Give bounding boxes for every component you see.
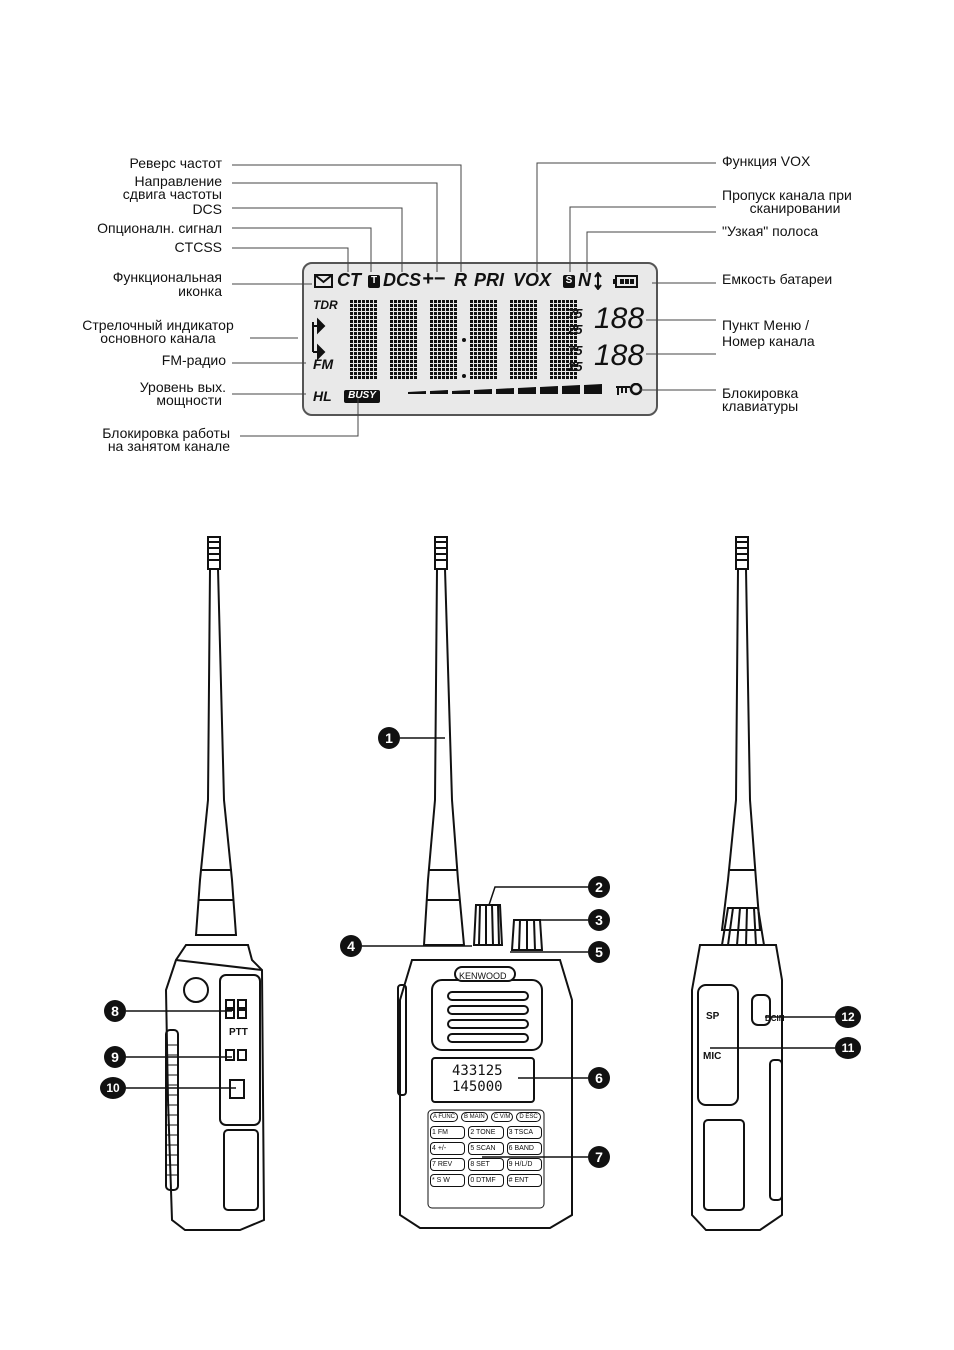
- label-fm-radio: FM-радио: [161, 352, 226, 368]
- lcd-pri: PRI: [474, 270, 505, 290]
- label-opt-signal: Опционалн. сигнал: [97, 220, 222, 236]
- lcd-dcs: DCS: [383, 270, 422, 290]
- lcd-ctcss-75b: 75: [568, 343, 583, 358]
- label-narrow: "Узкая" полоса: [722, 223, 819, 239]
- callout-2: 2: [588, 876, 610, 898]
- battery-icon: [613, 275, 638, 288]
- label-dcs: DCS: [192, 201, 222, 217]
- label-shift-dir-2: сдвига частоты: [122, 186, 222, 202]
- label-ctcss: CTCSS: [174, 239, 222, 255]
- ptt-label: PTT: [229, 1027, 248, 1038]
- narrow-band-icon: [594, 272, 602, 290]
- callout-6: 6: [588, 1067, 610, 1089]
- label-arrow-ind-1: Стрелочный индикатор: [82, 317, 234, 333]
- label-busy-lock-2: на занятом канале: [107, 438, 230, 454]
- key-2[interactable]: 2 TONE: [468, 1126, 504, 1139]
- callout-10: 10: [100, 1077, 126, 1099]
- key-a[interactable]: A FUNC: [430, 1112, 459, 1122]
- lcd-ctcss-25b: 25: [568, 359, 583, 374]
- lcd-plus-minus: +−: [422, 268, 446, 290]
- key-d[interactable]: D ESC: [516, 1112, 541, 1122]
- radio-brand: KENWOOD: [459, 971, 507, 981]
- label-power-2: мощности: [156, 392, 222, 408]
- keypad: A FUNC B MAIN C V/M D ESC 1 FM 2 TONE 3 …: [430, 1112, 542, 1187]
- key-4[interactable]: 4 +/-: [430, 1142, 466, 1155]
- lcd-s-badge: S: [563, 275, 575, 288]
- left-radio-side-view: [164, 536, 266, 1231]
- mic-label: MIC: [703, 1051, 722, 1062]
- key-1[interactable]: 1 FM: [430, 1126, 466, 1139]
- label-menu-2: Номер канала: [722, 333, 815, 349]
- lcd-leader-lines: [232, 162, 716, 437]
- key-9[interactable]: 9 H/L/D: [506, 1158, 542, 1171]
- label-skip-1: Пропуск канала при: [722, 187, 852, 203]
- mini-lcd-line1: 433125: [452, 1063, 503, 1079]
- callout-7: 7: [588, 1146, 610, 1168]
- key-6[interactable]: 6 BAND: [506, 1142, 542, 1155]
- lcd-channel-a: 188: [594, 302, 645, 335]
- main-channel-arrow-icon: [312, 317, 326, 360]
- lcd-ctcss-25a: 25: [568, 322, 583, 337]
- mini-lcd-line2: 145000: [452, 1079, 503, 1095]
- lcd-vox: VOX: [513, 270, 552, 290]
- key-c[interactable]: C V/M: [490, 1112, 514, 1122]
- callout-9: 9: [104, 1046, 126, 1068]
- lcd-channel-b: 188: [594, 339, 645, 372]
- callout-1: 1: [378, 727, 400, 749]
- label-freq-reverse: Реверс частот: [129, 155, 222, 171]
- lcd-ctcss-75a: 75: [568, 306, 583, 321]
- callout-8: 8: [104, 1000, 126, 1022]
- key-7[interactable]: 7 REV: [430, 1158, 466, 1171]
- label-keylock-2: клавиатуры: [722, 398, 799, 414]
- label-busy-lock-1: Блокировка работы: [102, 425, 230, 441]
- key-8[interactable]: 8 SET: [468, 1158, 504, 1171]
- lcd-fm: FM: [313, 356, 334, 372]
- center-radio-front-view: [397, 536, 573, 1229]
- label-skip-2: сканировании: [749, 200, 841, 216]
- label-vox: Функция VOX: [722, 153, 811, 169]
- label-func-icon-2: иконка: [178, 283, 222, 299]
- key-lock-icon: [616, 383, 643, 396]
- lcd-r: R: [454, 270, 467, 290]
- callout-11: 11: [835, 1037, 861, 1059]
- lcd-busy-badge: BUSY: [344, 390, 380, 403]
- callout-12: 12: [835, 1006, 861, 1028]
- key-5[interactable]: 5 SCAN: [468, 1142, 504, 1155]
- lcd-t-badge: T: [368, 275, 380, 288]
- label-power-1: Уровень вых.: [139, 379, 226, 395]
- dcin-label: DCIN: [765, 1014, 785, 1023]
- lcd-tdr: TDR: [313, 298, 338, 312]
- right-radio-side-view: [691, 536, 783, 1231]
- key-hash[interactable]: # ENT: [506, 1174, 542, 1187]
- label-battery: Емкость батареи: [722, 271, 833, 287]
- label-shift-dir-1: Направление: [134, 173, 222, 189]
- label-keylock-1: Блокировка: [722, 385, 799, 401]
- lcd-hl: HL: [313, 388, 332, 404]
- label-func-icon-1: Функциональная: [112, 269, 222, 285]
- callout-4: 4: [340, 935, 362, 957]
- key-b[interactable]: B MAIN: [461, 1112, 488, 1122]
- power-level-bar: [408, 384, 602, 394]
- label-menu-1: Пункт Меню /: [722, 317, 809, 333]
- lcd-n: N: [578, 270, 591, 290]
- callout-5: 5: [588, 941, 610, 963]
- lcd-panel: CT T DCS +− R PRI VOX S N TDR FM HL BUSY: [302, 262, 658, 416]
- key-0[interactable]: 0 DTMF: [468, 1174, 504, 1187]
- envelope-icon: [314, 274, 333, 288]
- label-arrow-ind-2: основного канала: [100, 330, 216, 346]
- sp-label: SP: [706, 1011, 720, 1022]
- callout-3: 3: [588, 909, 610, 931]
- key-3[interactable]: 3 TSCA: [506, 1126, 542, 1139]
- key-star[interactable]: * S W: [430, 1174, 466, 1187]
- lcd-ct: CT: [337, 270, 361, 290]
- frequency-digits: [350, 300, 578, 380]
